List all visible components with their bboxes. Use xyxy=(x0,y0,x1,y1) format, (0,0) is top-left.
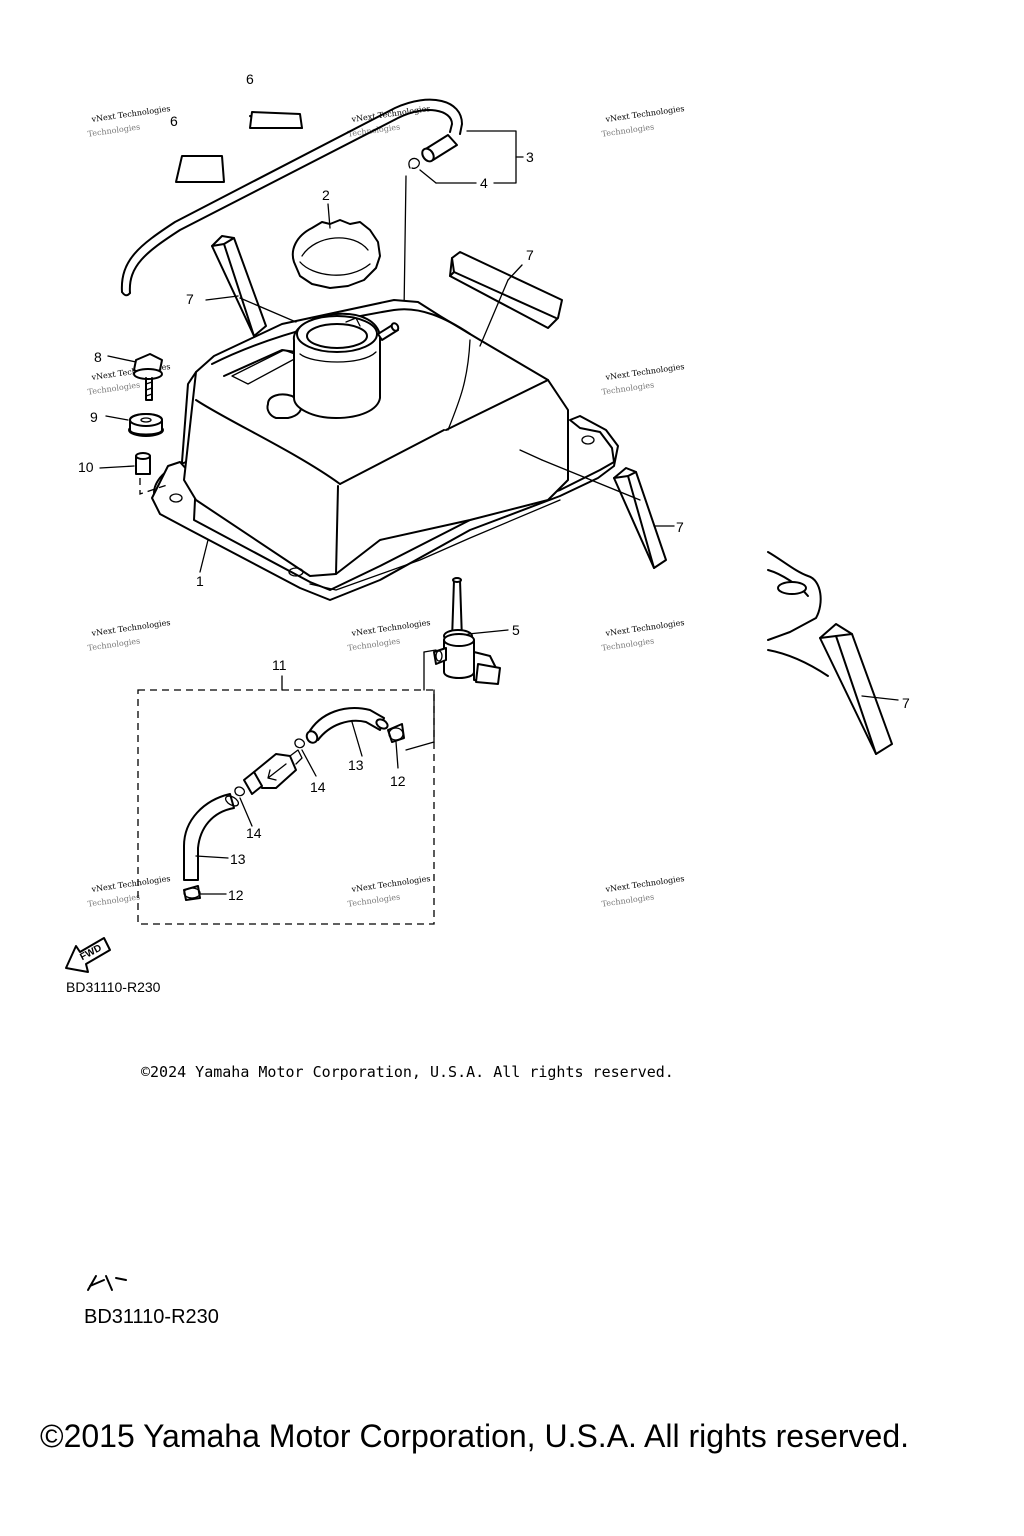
part-collar xyxy=(99,452,171,495)
watermark-text: Technologies xyxy=(347,892,401,908)
watermark-text: Technologies xyxy=(87,892,141,908)
watermark-text: vNext Technologies xyxy=(350,618,431,638)
callout-12: 12 xyxy=(228,887,244,903)
callout-10: 10 xyxy=(78,459,94,475)
part-pad xyxy=(175,111,303,183)
callout-14: 14 xyxy=(246,825,262,841)
watermark: vNext Technologies Technologies xyxy=(601,362,685,397)
watermark-text: vNext Technologies xyxy=(604,104,685,124)
footer-diagram-code: BD31110-R230 xyxy=(84,1306,219,1328)
watermark: vNext Technologies Technologies xyxy=(601,618,685,653)
callout-14: 14 xyxy=(310,779,326,795)
part-bolt xyxy=(107,353,163,401)
part-breather-hose xyxy=(120,98,463,297)
watermark-text: Technologies xyxy=(601,636,655,652)
watermark-text: vNext Technologies xyxy=(604,874,685,894)
callout-8: 8 xyxy=(94,349,102,365)
watermark-text: vNext Technologies xyxy=(90,104,171,124)
detail-inset xyxy=(767,551,899,755)
watermark: vNext Technologies Technologies xyxy=(347,104,431,139)
callout-6: 6 xyxy=(246,71,254,87)
callout-7: 7 xyxy=(902,695,910,711)
part-fuel-tank xyxy=(151,299,619,601)
watermark-text: vNext Technologies xyxy=(604,362,685,382)
watermark-text: Technologies xyxy=(347,636,401,652)
watermark-text: vNext Technologies xyxy=(350,874,431,894)
callout-3: 3 xyxy=(526,149,534,165)
diagram-code: BD31110-R230 xyxy=(66,979,161,995)
callout-13: 13 xyxy=(348,757,364,773)
callout-11: 11 xyxy=(272,657,287,673)
watermark-text: vNext Technologies xyxy=(604,618,685,638)
watermark-text: Technologies xyxy=(87,380,141,396)
leader-lines xyxy=(199,203,675,573)
fwd-arrow-icon: FWD xyxy=(65,937,111,973)
watermark-text: Technologies xyxy=(87,122,141,138)
part-fuel-cock xyxy=(433,577,509,685)
part-damper-block xyxy=(613,467,667,569)
part-callouts: 6 6 3 4 2 7 7 8 9 10 7 1 5 11 7 13 12 14… xyxy=(78,71,910,903)
watermark: vNext Technologies Technologies xyxy=(347,874,431,909)
callout-7: 7 xyxy=(526,247,534,263)
callout-6: 6 xyxy=(170,113,178,129)
watermark-text: Technologies xyxy=(87,636,141,652)
part-hose-clip xyxy=(408,157,420,170)
part-grommet xyxy=(105,413,164,437)
watermark-text: Technologies xyxy=(601,380,655,396)
callout-1: 1 xyxy=(196,573,204,589)
callout-5: 5 xyxy=(512,622,520,638)
watermark-text: Technologies xyxy=(601,892,655,908)
callout-7: 7 xyxy=(676,519,684,535)
callout-12: 12 xyxy=(390,773,406,789)
part-damper-block xyxy=(211,235,267,337)
leader-line xyxy=(394,175,407,321)
watermark-text: Technologies xyxy=(601,122,655,138)
callout-7: 7 xyxy=(186,291,194,307)
callout-bracket xyxy=(419,130,524,184)
watermark: vNext Technologies Technologies xyxy=(87,618,171,653)
watermark: vNext Technologies Technologies xyxy=(601,874,685,909)
watermark: vNext Technologies Technologies xyxy=(601,104,685,139)
fuel-filter-kit xyxy=(137,649,437,925)
watermark-text: vNext Technologies xyxy=(90,618,171,638)
diagram-copyright: ©2024 Yamaha Motor Corporation, U.S.A. A… xyxy=(141,1063,674,1081)
footer-copyright: ©2015 Yamaha Motor Corporation, U.S.A. A… xyxy=(40,1418,910,1454)
watermark: vNext Technologies Technologies xyxy=(87,874,171,909)
watermark: vNext Technologies Technologies xyxy=(87,104,171,139)
part-damper-block xyxy=(449,251,563,329)
callout-4: 4 xyxy=(480,175,488,191)
callout-2: 2 xyxy=(322,187,330,203)
part-fuel-cap xyxy=(291,219,381,289)
watermark-text: vNext Technologies xyxy=(90,874,171,894)
fwd-arrow-icon xyxy=(87,1275,127,1291)
watermark: vNext Technologies Technologies xyxy=(347,618,431,653)
callout-9: 9 xyxy=(90,409,98,425)
callout-13: 13 xyxy=(230,851,246,867)
